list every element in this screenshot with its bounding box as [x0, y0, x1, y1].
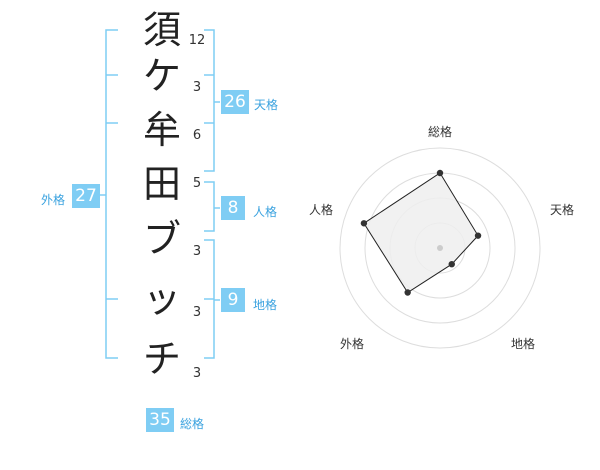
soukaku-label: 総格 — [180, 417, 205, 431]
jinkaku-label: 人格 — [253, 205, 278, 219]
stroke-count-1: 12 — [188, 33, 206, 48]
radar-axis-label-tenkaku: 天格 — [550, 203, 575, 217]
radar-point-2 — [474, 232, 482, 239]
name-char-2: ケ — [142, 54, 181, 98]
name-char-4: 田 — [142, 162, 181, 206]
name-char-1: 須 — [142, 8, 181, 52]
name-char-6: ッ — [142, 277, 181, 321]
name-char-5: ブ — [142, 217, 181, 261]
stroke-count-4: 5 — [192, 176, 202, 191]
radar-point-4 — [404, 289, 411, 296]
radar-area — [363, 172, 479, 294]
radar-axis-label-jinkaku: 人格 — [309, 203, 334, 217]
chikaku-value-box: 9 — [221, 288, 245, 312]
gaikaku-value-box: 27 — [72, 184, 100, 208]
radar-axis-label-soukaku: 総格 — [428, 125, 453, 139]
radar-ring-4 — [339, 147, 541, 349]
radar-axis-label-chikaku: 地格 — [511, 337, 536, 351]
radar-point-5 — [360, 220, 368, 227]
stroke-count-3: 6 — [192, 128, 202, 143]
chikaku-label: 地格 — [253, 298, 278, 312]
stroke-count-5: 3 — [192, 244, 202, 259]
radar-point-1 — [436, 169, 444, 177]
stroke-count-2: 3 — [192, 80, 202, 95]
name-char-7: チ — [142, 337, 181, 381]
jinkaku-value-box: 8 — [221, 196, 245, 220]
tenkaku-label: 天格 — [254, 98, 279, 112]
soukaku-value-box: 35 — [146, 408, 174, 432]
radar-center-dot — [437, 245, 443, 251]
radar-axis-label-gaikaku: 外格 — [340, 337, 365, 351]
radar-point-3 — [448, 260, 455, 268]
stroke-count-6: 3 — [192, 305, 202, 320]
gaikaku-label: 外格 — [41, 193, 66, 207]
name-char-3: 牟 — [142, 108, 181, 152]
stroke-count-7: 3 — [192, 366, 202, 381]
tenkaku-value-box: 26 — [221, 90, 249, 114]
